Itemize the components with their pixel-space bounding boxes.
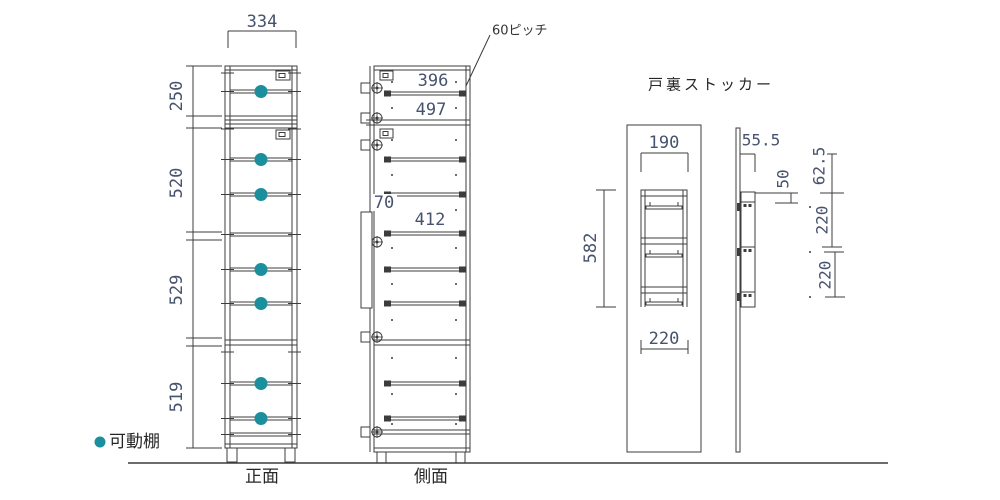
front-height-top-label: 250 (167, 81, 187, 112)
front-cabinet-body (224, 65, 298, 463)
front-width-dimension (227, 30, 297, 48)
front-width-label: 334 (247, 12, 278, 32)
side-handle-label: 70 (374, 193, 394, 213)
side-cabinet-body (366, 65, 471, 464)
catch-icon (275, 70, 291, 140)
side-view (360, 34, 491, 464)
side-depth-shelf-label: 412 (415, 210, 446, 230)
text-labels: 334 250 520 529 519 正面 60ピッチ 396 497 412… (109, 12, 835, 487)
front-height-middle-label: 529 (167, 275, 187, 306)
bracket-icon (737, 201, 755, 301)
side-shelf-bars (384, 90, 466, 422)
stocker-height-dimension (596, 189, 616, 308)
front-height-upper-label: 520 (167, 168, 187, 199)
handle-dim-backing (371, 194, 397, 211)
legend (94, 436, 106, 448)
door-handle-profile (360, 211, 373, 309)
stocker-depth-label: 55.5 (742, 131, 781, 150)
shelf-pin-marks (221, 72, 301, 435)
movable-shelf-legend-icon (94, 436, 106, 448)
stocker-height-label: 582 (581, 233, 601, 264)
legend-label: 可動棚 (109, 432, 160, 452)
pin-hole-dots (391, 81, 457, 425)
stocker-title: 戸裏ストッカー (648, 76, 774, 94)
front-view (186, 30, 301, 463)
catch-icon (379, 70, 394, 139)
stocker-pitch-chain (820, 153, 845, 298)
front-height-lower-label: 519 (167, 382, 187, 413)
stocker-pitch-upper-label: 220 (813, 206, 832, 235)
stocker-inner-width-label: 190 (649, 133, 680, 153)
stocker-top-gap-label: 62.5 (810, 147, 829, 186)
side-view-caption: 側面 (414, 467, 448, 487)
pitch-note-label: 60ピッチ (492, 24, 548, 39)
stocker-pitch-lower-label: 220 (816, 261, 835, 290)
front-height-dimension-chain (186, 65, 222, 449)
stocker-outer-width-label: 220 (649, 329, 680, 349)
stocker-outer-width-dimension (640, 340, 689, 354)
pitch-leader-line (465, 34, 491, 87)
stocker-top-offset-label: 50 (774, 169, 793, 188)
stocker-rack (640, 189, 688, 307)
movable-shelf-dot (254, 85, 268, 425)
stocker-view (596, 124, 845, 453)
front-view-caption: 正面 (245, 467, 279, 487)
stocker-door-front (626, 124, 702, 453)
hinge-icon (360, 82, 383, 438)
side-depth-upper-label: 497 (416, 100, 447, 120)
front-shelves (221, 72, 301, 437)
stocker-door-profile (735, 127, 811, 453)
side-depth-top-label: 396 (418, 71, 449, 91)
